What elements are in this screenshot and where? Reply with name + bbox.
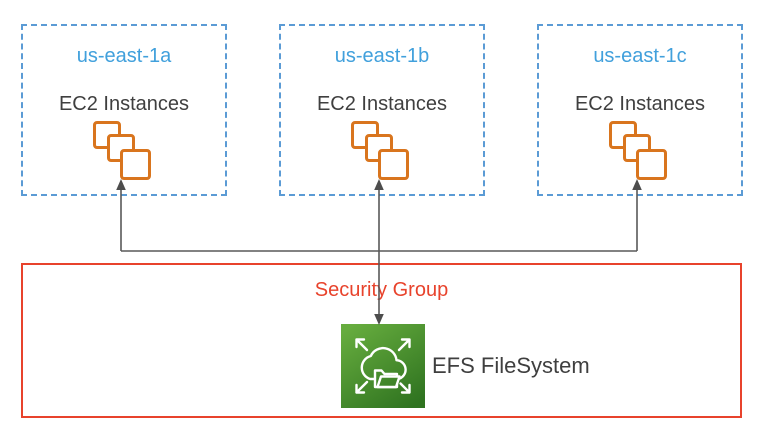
efs-icon-background (341, 324, 425, 408)
zone-name-label: us-east-1b (334, 45, 430, 67)
zone-name-label: us-east-1c (593, 45, 687, 67)
ec2-instances-icon (351, 121, 413, 183)
stacked-square-front (120, 149, 151, 180)
expand-arrow-up-right-icon (397, 338, 411, 352)
expand-arrow-down-left-icon (355, 380, 369, 394)
ec2-instances-label: EC2 Instances (58, 93, 190, 115)
folder-front-icon (376, 375, 401, 389)
security-group-label: Security Group (314, 279, 449, 301)
ec2-instances-label: EC2 Instances (316, 93, 448, 115)
stacked-square-front (636, 149, 667, 180)
efs-filesystem-icon (341, 324, 425, 408)
expand-arrow-up-left-icon (355, 338, 369, 352)
ec2-instances-icon (609, 121, 671, 183)
expand-arrow-down-right-icon (399, 382, 411, 394)
ec2-instances-icon (93, 121, 155, 183)
efs-filesystem-label: EFS FileSystem (432, 353, 590, 378)
availability-zone-box-c: us-east-1c EC2 Instances (537, 24, 743, 196)
stacked-square-front (378, 149, 409, 180)
efs-icon-glyph (355, 338, 411, 394)
zone-name-label: us-east-1a (76, 45, 172, 67)
availability-zone-box-b: us-east-1b EC2 Instances (279, 24, 485, 196)
ec2-instances-label: EC2 Instances (574, 93, 706, 115)
cloud-icon (360, 346, 407, 381)
availability-zone-box-a: us-east-1a EC2 Instances (21, 24, 227, 196)
